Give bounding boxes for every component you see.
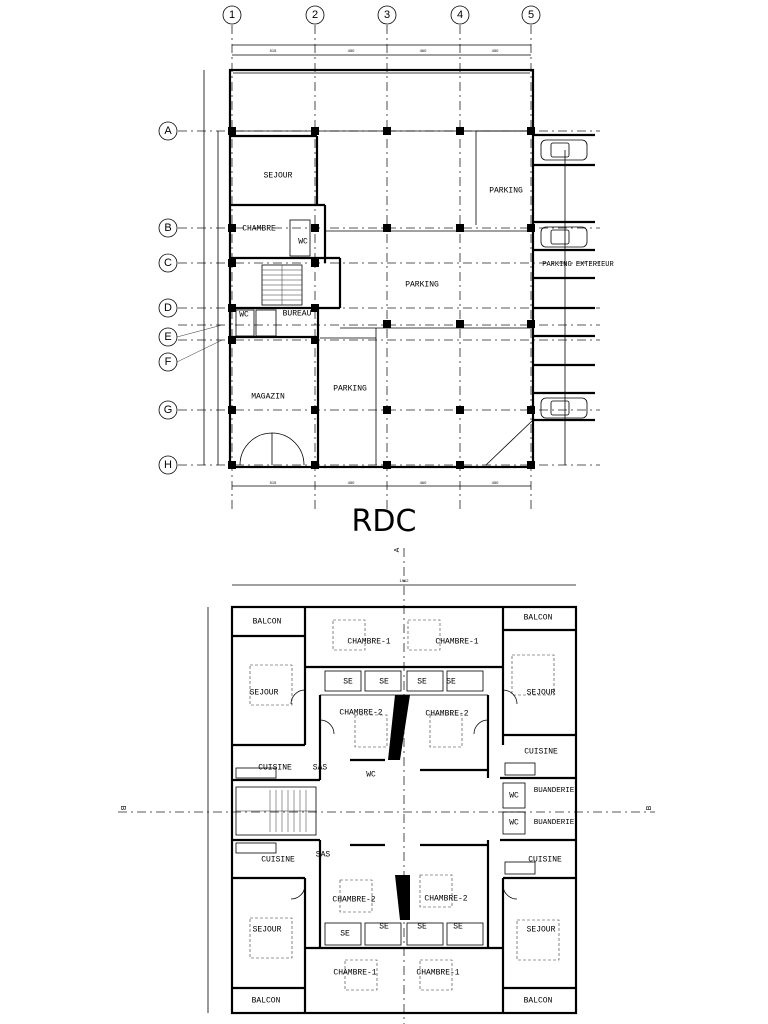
room-label-wc: WC: [366, 771, 376, 780]
stairs: [261, 264, 303, 306]
room-label-cuisine: CUISINE: [528, 856, 562, 865]
svg-text:F: F: [165, 356, 172, 368]
svg-text:450: 450: [492, 480, 499, 485]
car-icon: [540, 139, 588, 161]
room-label-chambre-1: CHAMBRE-1: [416, 969, 459, 978]
grid-bubble-E: E: [158, 327, 178, 347]
room-label-balcon: BALCON: [253, 618, 282, 627]
room-label-wc: WC: [509, 792, 519, 801]
svg-text:450: 450: [348, 48, 355, 53]
room-label-chambre-2: CHAMBRE-2: [424, 895, 467, 904]
ground-floor-plan: 1 2 3 4 5 A B C D E F G H 515 450 460 45…: [158, 5, 615, 510]
structural-columns: [228, 127, 535, 469]
stairs: [235, 786, 317, 836]
room-label-se: SE: [417, 923, 427, 932]
room-label-parking: PARKING: [333, 385, 367, 394]
svg-text:4: 4: [457, 9, 463, 21]
room-label-sejour: SEJOUR: [253, 926, 282, 935]
room-label-parking-exterieur: PARKING EXTERIEUR: [542, 261, 614, 269]
room-label-balcon: BALCON: [524, 997, 553, 1006]
room-label-se: SE: [446, 678, 456, 687]
room-label-se: SE: [340, 930, 350, 939]
room-label-chambre-1: CHAMBRE-1: [333, 969, 376, 978]
grid-bubble-3: 3: [377, 5, 397, 25]
room-label-sejour: SEJOUR: [264, 172, 293, 181]
section-mark-b: B: [119, 806, 126, 811]
grid-bubble-2: 2: [305, 5, 325, 25]
upper-floor-plan: A B B 1962: [118, 547, 655, 1024]
svg-text:450: 450: [492, 48, 499, 53]
room-label-se: SE: [417, 678, 427, 687]
grid-bubble-1: 1: [222, 5, 242, 25]
room-label-se: SE: [379, 923, 389, 932]
grid-bubble-A: A: [158, 121, 178, 141]
room-label-cuisine: CUISINE: [258, 764, 292, 773]
svg-text:A: A: [164, 125, 172, 137]
room-label-chambre-2: CHAMBRE-2: [332, 896, 375, 905]
svg-text:515: 515: [270, 480, 277, 485]
room-label-chambre: CHAMBRE: [242, 225, 276, 234]
room-label-parking: PARKING: [489, 187, 523, 196]
svg-text:2: 2: [312, 9, 318, 21]
room-label-sejour: SEJOUR: [527, 689, 556, 698]
svg-text:460: 460: [420, 48, 427, 53]
room-label-magazin: MAGAZIN: [251, 393, 285, 402]
room-label-wc-2: WC: [239, 311, 249, 320]
room-label-wc: WC: [298, 238, 308, 247]
svg-text:1: 1: [229, 9, 235, 21]
exterior-parking-stalls: [533, 133, 595, 465]
section-mark-b: B: [646, 805, 653, 810]
svg-text:460: 460: [420, 480, 427, 485]
room-label-buanderie: BUANDERIE: [534, 819, 575, 827]
room-label-wc: WC: [509, 819, 519, 828]
svg-text:H: H: [164, 459, 172, 471]
room-label-balcon: BALCON: [524, 614, 553, 623]
section-mark-a: A: [394, 547, 401, 552]
grid-bubble-F: F: [158, 352, 178, 372]
grid-bubble-D: D: [158, 298, 178, 318]
svg-text:C: C: [164, 257, 172, 269]
room-label-sas: SAS: [313, 764, 328, 773]
room-label-cuisine: CUISINE: [261, 856, 295, 865]
car-icon: [540, 226, 588, 248]
room-label-cuisine: CUISINE: [524, 748, 558, 757]
room-label-sejour: SEJOUR: [250, 689, 279, 698]
svg-text:G: G: [164, 404, 173, 416]
room-label-chambre-1: CHAMBRE-1: [347, 638, 390, 647]
svg-text:E: E: [164, 331, 171, 343]
room-label-se: SE: [453, 923, 463, 932]
svg-text:5: 5: [528, 9, 534, 21]
grid-bubble-B: B: [158, 218, 178, 238]
svg-text:B: B: [164, 222, 171, 234]
grid-bubble-4: 4: [450, 5, 470, 25]
svg-text:3: 3: [384, 9, 390, 21]
svg-text:450: 450: [348, 480, 355, 485]
room-label-sejour: SEJOUR: [527, 926, 556, 935]
room-label-sas: SAS: [316, 851, 331, 860]
svg-text:1962: 1962: [400, 578, 410, 583]
floor-title: RDC: [351, 504, 417, 539]
room-label-chambre-2: CHAMBRE-2: [425, 710, 468, 719]
grid-bubble-H: H: [158, 455, 178, 475]
room-label-buanderie: BUANDERIE: [534, 787, 575, 795]
room-label-bureau: BUREAU: [283, 310, 312, 319]
car-icon: [540, 397, 588, 419]
room-label-chambre-2: CHAMBRE-2: [339, 709, 382, 718]
room-label-balcon: BALCON: [252, 997, 281, 1006]
room-label-se: SE: [343, 678, 353, 687]
grid-bubble-C: C: [158, 253, 178, 273]
svg-text:D: D: [164, 302, 172, 314]
room-label-chambre-1: CHAMBRE-1: [435, 638, 478, 647]
grid-bubble-G: G: [158, 400, 178, 420]
room-label-parking: PARKING: [405, 281, 439, 290]
svg-text:515: 515: [270, 48, 277, 53]
room-label-se: SE: [379, 678, 389, 687]
grid-bubble-5: 5: [521, 5, 541, 25]
